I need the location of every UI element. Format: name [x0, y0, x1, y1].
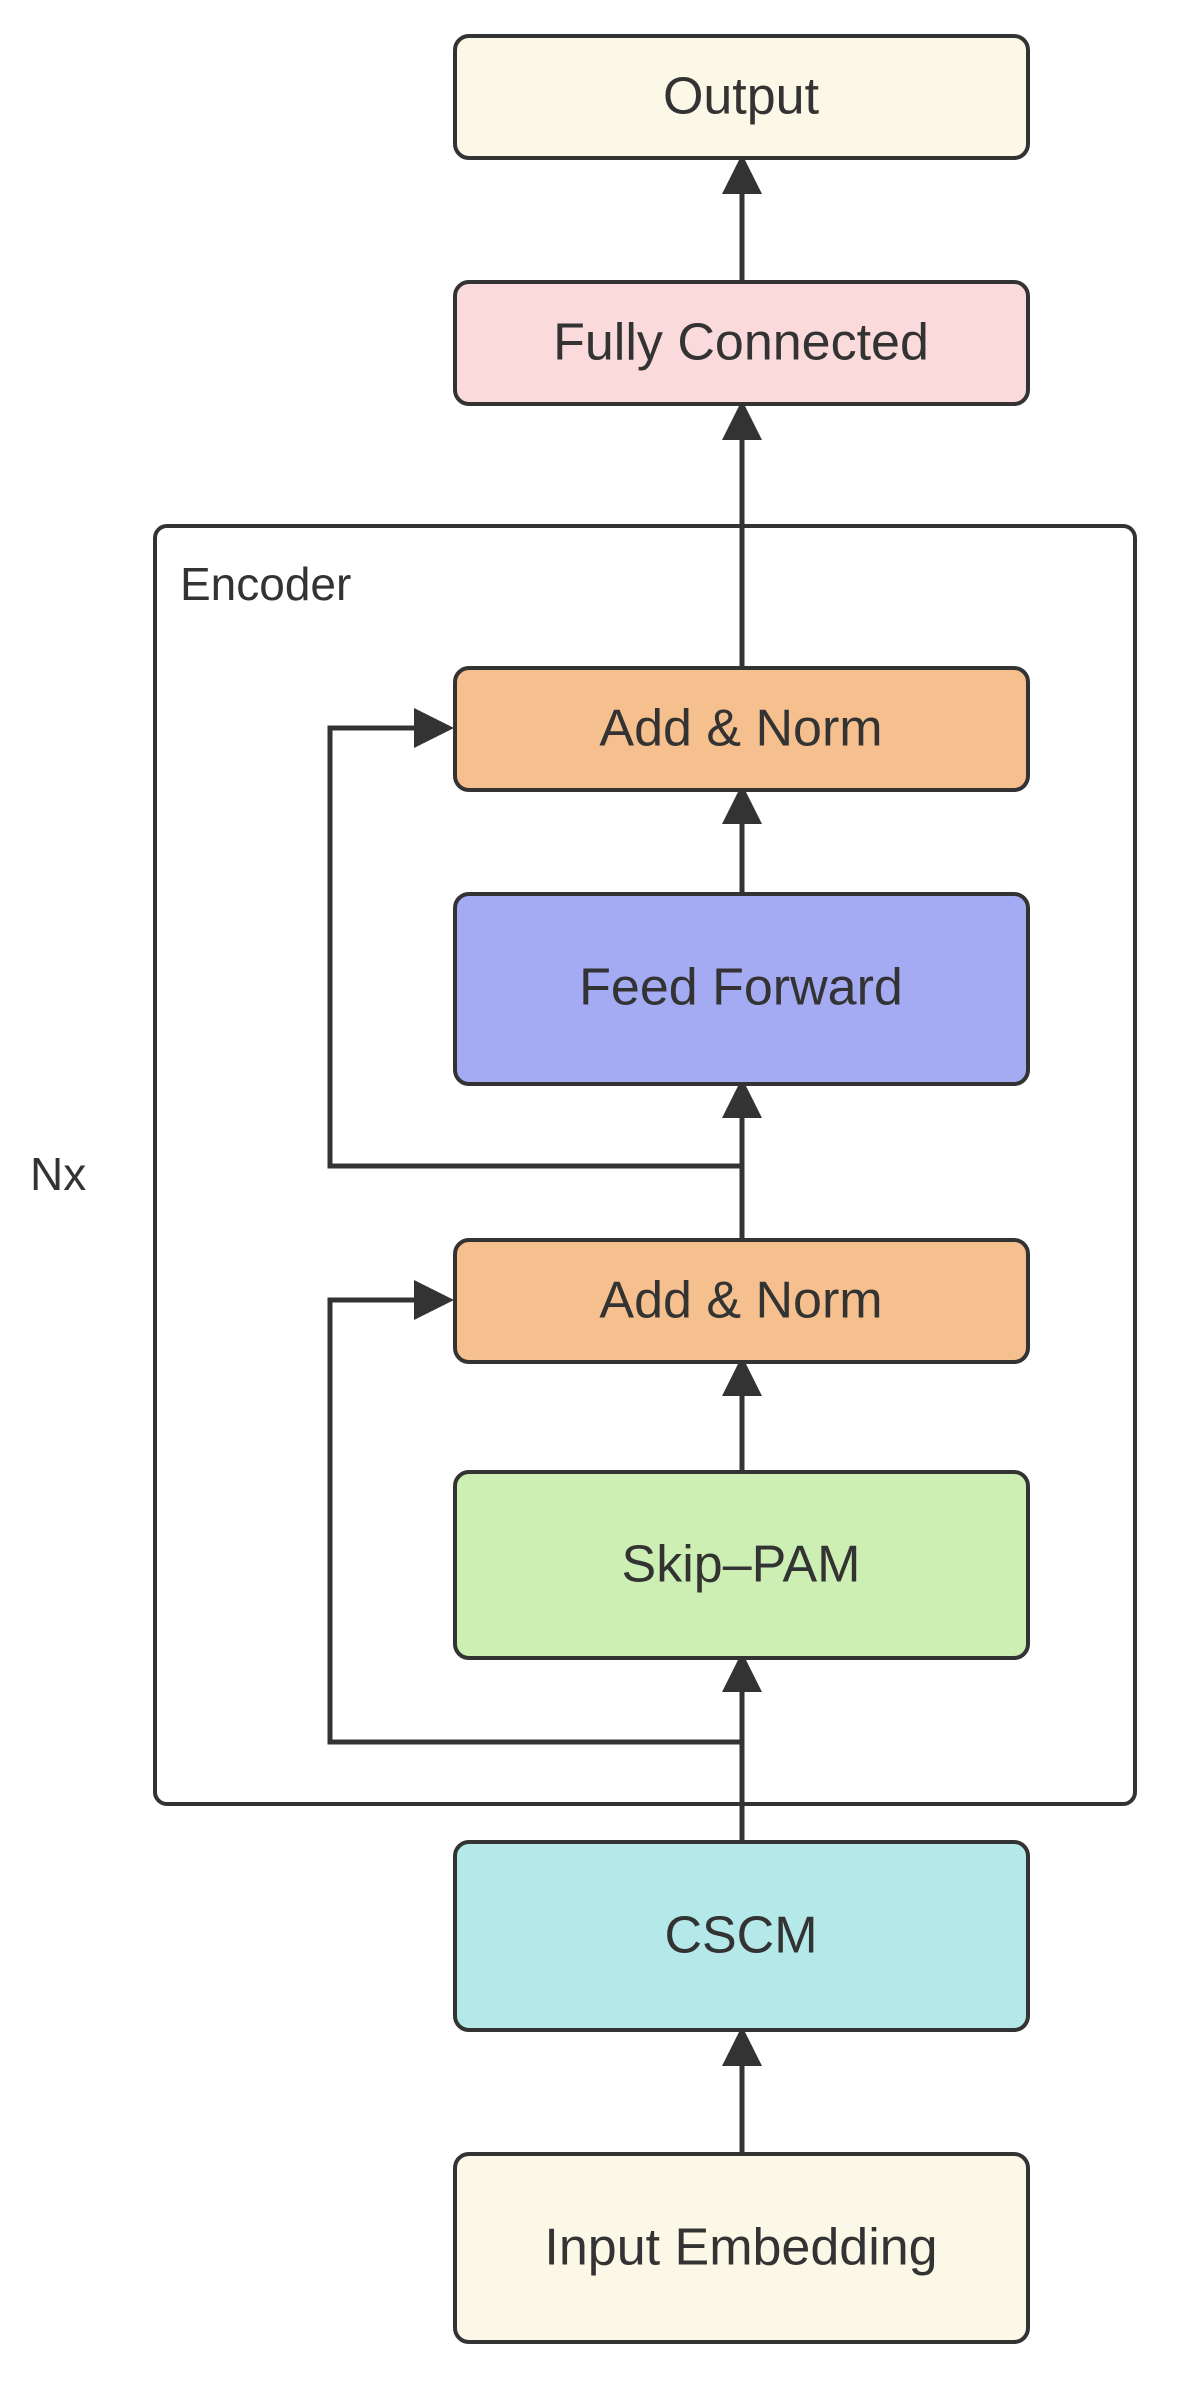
- node-skip-pam-label: Skip–PAM: [622, 1536, 861, 1594]
- node-input-embedding-label: Input Embedding: [544, 2219, 937, 2277]
- node-skip-pam: Skip–PAM: [453, 1470, 1030, 1660]
- node-output: Output: [453, 34, 1030, 160]
- repeat-label: Nx: [30, 1148, 86, 1200]
- node-input-embedding: Input Embedding: [453, 2152, 1030, 2344]
- node-fully-connected-label: Fully Connected: [553, 314, 929, 372]
- connectors: [327, 154, 762, 2152]
- node-add-norm-top: Add & Norm: [453, 666, 1030, 792]
- node-cscm: CSCM: [453, 1840, 1030, 2032]
- node-feed-forward-label: Feed Forward: [579, 959, 903, 1017]
- residual-skip-bottom: [327, 1280, 742, 1745]
- encoder-container: [153, 524, 1137, 1806]
- node-fully-connected: Fully Connected: [453, 280, 1030, 406]
- node-output-label: Output: [663, 68, 820, 126]
- node-feed-forward: Feed Forward: [453, 892, 1030, 1086]
- encoder-label: Encoder: [180, 558, 351, 610]
- node-add-norm-bottom: Add & Norm: [453, 1238, 1030, 1364]
- node-cscm-label: CSCM: [664, 1907, 817, 1965]
- node-add-norm-top-label: Add & Norm: [599, 700, 882, 758]
- residual-skip-top: [327, 708, 742, 1169]
- node-add-norm-bottom-label: Add & Norm: [599, 1272, 882, 1330]
